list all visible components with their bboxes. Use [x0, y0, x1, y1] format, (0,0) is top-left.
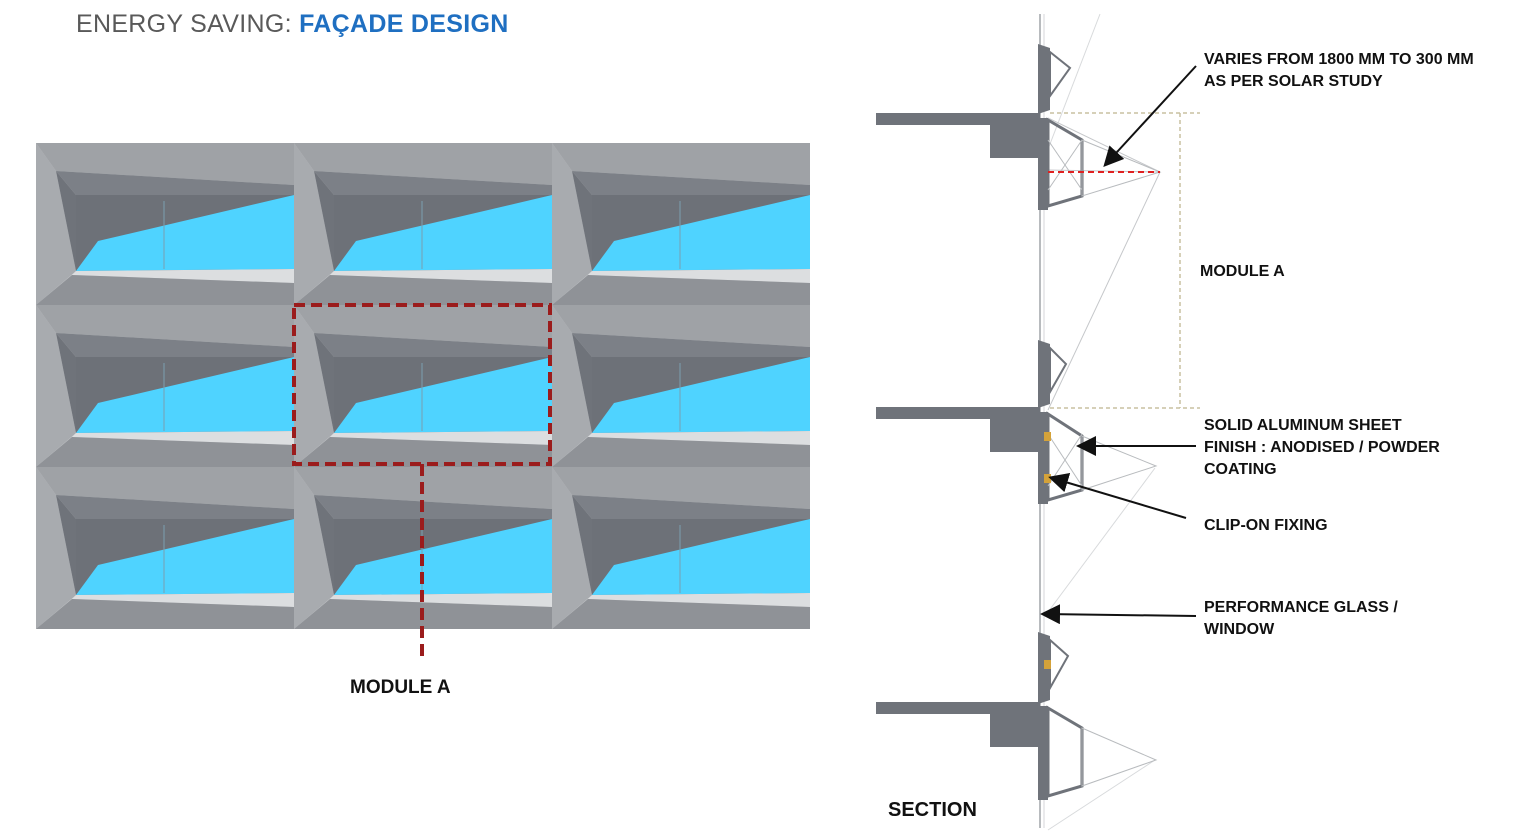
glass-annotation-line2: WINDOW — [1204, 621, 1275, 638]
glass-annotation-line1: PERFORMANCE GLASS / — [1204, 599, 1398, 616]
module-a-highlight-box — [292, 303, 552, 466]
module-a-callout — [292, 303, 552, 660]
fixing-leader — [1048, 472, 1187, 519]
fixing-annotation: CLIP-ON FIXING — [1204, 517, 1328, 534]
section-drawing — [876, 13, 1200, 831]
page-title: ENERGY SAVING: FAÇADE DESIGN — [76, 10, 509, 39]
sheet-annotation-line2: FINISH : ANODISED / POWDER — [1204, 439, 1440, 456]
depth-annotation-line2: AS PER SOLAR STUDY — [1204, 73, 1383, 90]
title-prefix: ENERGY SAVING: — [76, 10, 292, 38]
section-heading: SECTION — [888, 799, 977, 821]
sheet-annotation-line1: SOLID ALUMINUM SHEET — [1204, 417, 1402, 434]
depth-annotation-line1: VARIES FROM 1800 MM TO 300 MM — [1204, 51, 1474, 68]
module-a-elevation-label: MODULE A — [350, 677, 451, 698]
sheet-annotation-line3: COATING — [1204, 461, 1277, 478]
module-a-section-label: MODULE A — [1200, 263, 1285, 280]
depth-leader — [1103, 65, 1197, 167]
glass-leader — [1040, 604, 1197, 625]
title-highlight: FAÇADE DESIGN — [299, 10, 509, 38]
